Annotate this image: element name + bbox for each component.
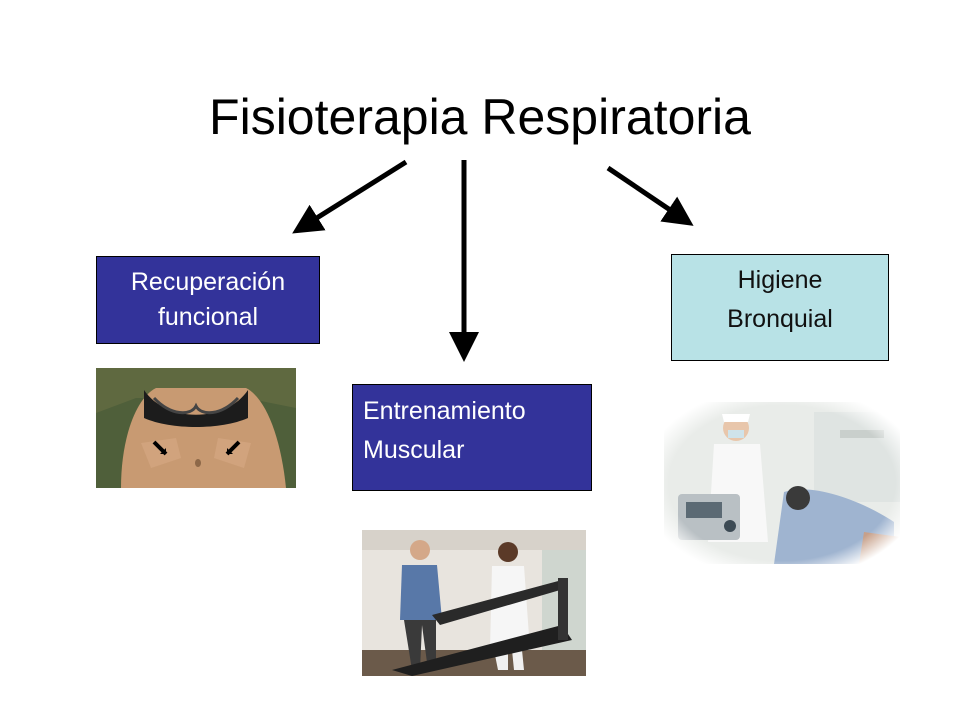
- box-higiene-line2: Bronquial: [727, 304, 833, 333]
- box-recuperacion-line1: Recuperación: [130, 268, 286, 296]
- slide-title: Fisioterapia Respiratoria: [209, 89, 751, 145]
- box-higiene-bronquial: Higiene Bronquial: [671, 254, 889, 361]
- box-entrenamiento-line1: Entrenamiento: [363, 397, 526, 425]
- box-entrenamiento-line2: Muscular: [363, 435, 465, 464]
- arrow-right: [606, 165, 694, 226]
- photo-treadmill-training: [362, 530, 586, 676]
- box-entrenamiento-muscular: Entrenamiento Muscular: [352, 384, 592, 491]
- box-higiene-line1: Higiene: [737, 266, 823, 294]
- box-recuperacion-funcional: Recuperación funcional: [96, 256, 320, 344]
- photo-abdominal-massage: [96, 368, 296, 488]
- photo-bronchial-hygiene: [664, 402, 900, 564]
- arrow-left: [292, 159, 408, 234]
- box-recuperacion-line2: funcional: [157, 303, 259, 331]
